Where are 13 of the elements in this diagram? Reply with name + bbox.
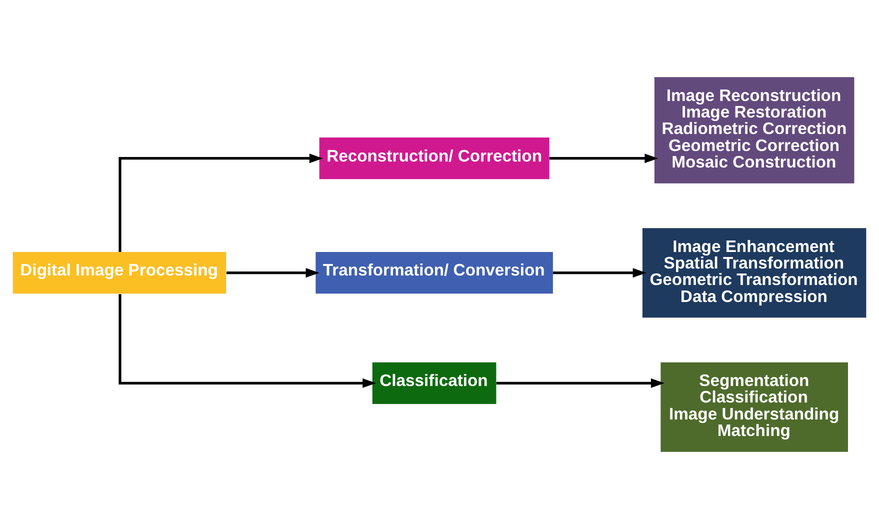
node-box: Reconstruction/ Correction: [319, 137, 550, 179]
node-box: Segmentation Classification Image Understanding Matching: [660, 362, 848, 452]
arrow: [118, 153, 323, 252]
node-box: Image Enhancement Spatial Transformation Geometric Transformation Data Compression: [642, 228, 866, 318]
node-box: Transformation/ Conversion: [316, 252, 553, 294]
arrow: [496, 378, 664, 388]
arrow: [226, 268, 320, 278]
arrow: [118, 294, 376, 388]
node-box: Digital Image Processing: [12, 252, 226, 294]
node-box: Classification: [372, 362, 496, 404]
arrow: [553, 268, 646, 278]
arrow: [549, 153, 658, 163]
node-box: Image Reconstruction Image Restoration Radiometric Correction Geometric Correction Mosaic Construction: [654, 76, 854, 183]
